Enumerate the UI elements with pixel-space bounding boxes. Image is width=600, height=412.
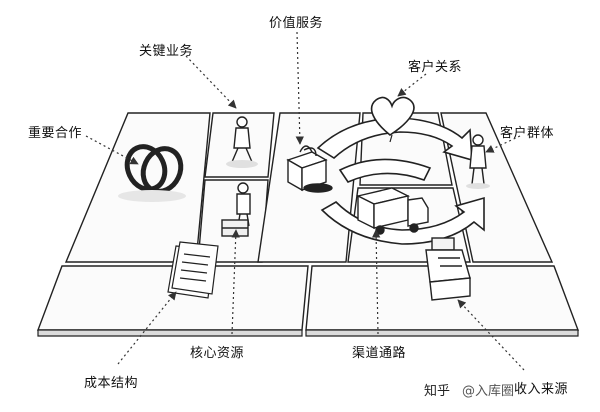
cash-register-icon (425, 237, 471, 301)
label-key-partners: 重要合作 (28, 126, 83, 141)
leader-revenue-streams (457, 299, 525, 371)
leader-lines (85, 31, 525, 371)
arrow-top-curve (316, 117, 473, 162)
leader-customer-relationships (397, 73, 427, 97)
truck-icon (355, 187, 429, 235)
leader-key-activities (185, 55, 237, 109)
worker-icon (226, 116, 258, 168)
watermark-site: 知乎 (424, 384, 451, 399)
rings-icon (124, 144, 184, 194)
gift-box-icon (286, 145, 333, 193)
board-edges (37, 329, 579, 337)
board (36, 112, 580, 331)
label-value-propositions: 价值服务 (269, 16, 324, 31)
label-revenue-streams: 收入来源 (514, 382, 569, 397)
label-key-activities: 关键业务 (139, 44, 194, 59)
leader-customer-segments (485, 135, 521, 153)
label-customer-segments: 客户群体 (500, 126, 555, 141)
arrow-middle-band (338, 158, 432, 184)
customer-person-icon (466, 134, 490, 189)
label-customer-relationships: 客户关系 (408, 60, 463, 75)
flow-arrows (316, 117, 485, 245)
leader-channels (371, 229, 381, 335)
documents-icon (167, 241, 219, 299)
label-cost-structure: 成本结构 (84, 376, 139, 391)
watermark-author: @入库圈 (462, 384, 515, 399)
label-key-resources: 核心资源 (190, 346, 245, 361)
leader-key-resources (231, 229, 240, 335)
heart-icon (370, 96, 415, 136)
leader-cost-structure (117, 291, 177, 365)
label-channels: 渠道通路 (352, 346, 407, 361)
leader-value-propositions (295, 31, 304, 145)
resource-person-icon (221, 182, 251, 237)
